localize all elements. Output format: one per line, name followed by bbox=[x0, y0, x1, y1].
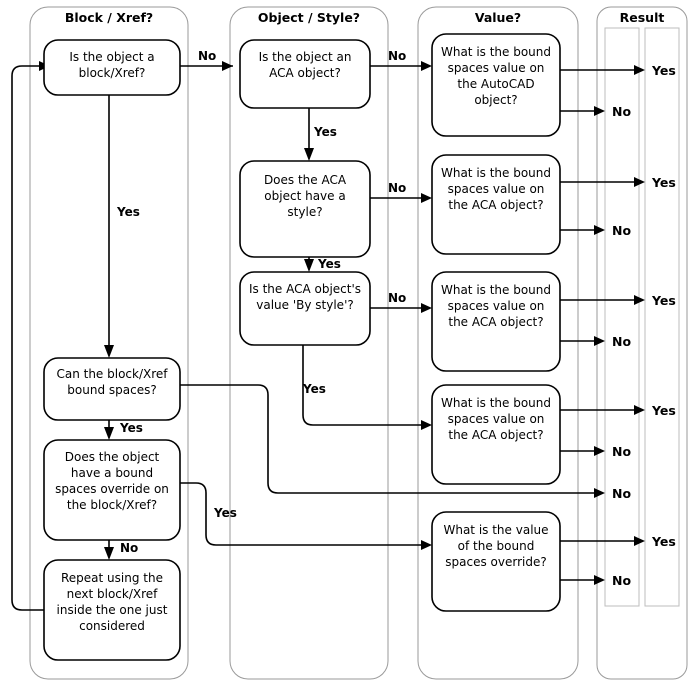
arrowhead-r7 bbox=[634, 405, 645, 415]
node-n9[interactable] bbox=[431, 154, 561, 255]
edge-label-e2: Yes bbox=[116, 205, 140, 219]
sublane-result-yes bbox=[644, 27, 680, 607]
node-n4[interactable] bbox=[43, 559, 181, 661]
arrowhead-n6-n7 bbox=[304, 259, 314, 272]
edge-label-e4: No bbox=[120, 541, 138, 555]
arrowhead-r2 bbox=[594, 106, 605, 116]
edge-n4-feedback-to-n1 bbox=[11, 65, 50, 611]
arrowhead-r4 bbox=[594, 225, 605, 235]
edge-label-e5: Yes bbox=[213, 506, 237, 520]
arrowhead-n7-n10 bbox=[421, 303, 432, 313]
edge-label-e8: Yes bbox=[317, 257, 341, 271]
node-n2[interactable] bbox=[43, 357, 181, 421]
arrowhead-r6 bbox=[594, 336, 605, 346]
node-n10[interactable] bbox=[431, 271, 561, 372]
edge-label-e7: Yes bbox=[313, 125, 337, 139]
result-label-r7: Yes bbox=[651, 403, 676, 418]
edge-label-e1: No bbox=[198, 49, 216, 63]
arrowhead-r11 bbox=[594, 575, 605, 585]
node-n3[interactable] bbox=[43, 439, 181, 541]
result-label-r2: No bbox=[612, 104, 631, 119]
node-n5[interactable] bbox=[239, 39, 371, 109]
result-label-r3: Yes bbox=[651, 175, 676, 190]
edge-n2-no-to-n11 bbox=[168, 384, 420, 494]
edge-n3-yes-to-n12 bbox=[168, 482, 426, 546]
sublane-result-no bbox=[604, 27, 640, 607]
result-label-r4: No bbox=[612, 223, 631, 238]
node-n6[interactable] bbox=[239, 160, 371, 258]
node-n1[interactable] bbox=[43, 39, 181, 96]
arrowhead-r3 bbox=[634, 177, 645, 187]
lane-title-block-xref: Block / Xref? bbox=[65, 10, 153, 25]
arrowhead-r8 bbox=[594, 446, 605, 456]
arrowhead-n6-n9 bbox=[421, 193, 432, 203]
result-label-r6: No bbox=[612, 334, 631, 349]
arrowhead-n5-n8 bbox=[421, 61, 432, 71]
arrowhead-n1-n2 bbox=[104, 345, 114, 358]
edge-n7-yes-to-n11 bbox=[302, 345, 426, 426]
arrowhead-n3-yes-n12 bbox=[421, 540, 432, 550]
arrowhead-n7-yes-n11 bbox=[421, 420, 432, 430]
lane-title-result: Result bbox=[620, 10, 665, 25]
edge-label-e3: Yes bbox=[119, 421, 143, 435]
arrowhead-r9 bbox=[594, 488, 605, 498]
edge-label-e10: No bbox=[388, 291, 406, 305]
lane-title-object-style: Object / Style? bbox=[258, 10, 360, 25]
node-n8[interactable] bbox=[431, 33, 561, 137]
result-label-r8: No bbox=[612, 444, 631, 459]
result-label-r10: Yes bbox=[651, 534, 676, 549]
edge-label-e7-yes: Yes bbox=[302, 382, 326, 396]
arrowhead-n2-n3 bbox=[104, 427, 114, 440]
arrowhead-r10 bbox=[634, 536, 645, 546]
arrowhead-r5 bbox=[634, 295, 645, 305]
arrowhead-n5-n6 bbox=[304, 148, 314, 161]
edge-label-e6: No bbox=[388, 49, 406, 63]
arrowhead-n1-n5 bbox=[222, 61, 233, 71]
node-n12[interactable] bbox=[431, 511, 561, 612]
arrowhead-n3-n4 bbox=[104, 547, 114, 560]
result-label-r5: Yes bbox=[651, 293, 676, 308]
edge-label-e9: No bbox=[388, 181, 406, 195]
arrowhead-r1 bbox=[634, 65, 645, 75]
lane-title-value: Value? bbox=[475, 10, 521, 25]
node-n7[interactable] bbox=[239, 271, 371, 346]
result-label-r9: No bbox=[612, 486, 631, 501]
result-label-r11: No bbox=[612, 573, 631, 588]
result-label-r1: Yes bbox=[651, 63, 676, 78]
node-n11[interactable] bbox=[431, 384, 561, 485]
